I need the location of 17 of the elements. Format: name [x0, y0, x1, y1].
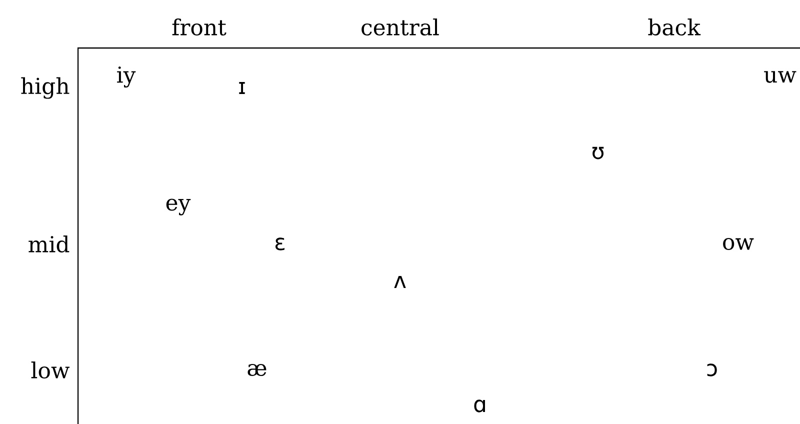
vowel-symbol: ɔ [707, 364, 717, 376]
row-heading: low [31, 362, 70, 379]
column-heading: front [172, 18, 226, 36]
vowel-symbol: ɛ [275, 238, 284, 250]
vowel-symbol: ʊ [592, 146, 604, 160]
column-heading: back [648, 18, 701, 36]
column-heading: central [362, 18, 439, 36]
row-heading: high [21, 77, 70, 99]
row-heading: mid [28, 236, 70, 253]
vowel-symbol: ʌ [394, 276, 406, 288]
vowel-label: uw [764, 71, 796, 83]
vowel-label: ey [166, 198, 191, 216]
vowel-symbol: ɑ [474, 400, 485, 412]
vowel-symbol: æ [248, 364, 266, 376]
vowel-label: ow [723, 238, 754, 250]
vowel-symbol: ɪ [239, 82, 245, 94]
vowel-label: iy [117, 66, 136, 88]
